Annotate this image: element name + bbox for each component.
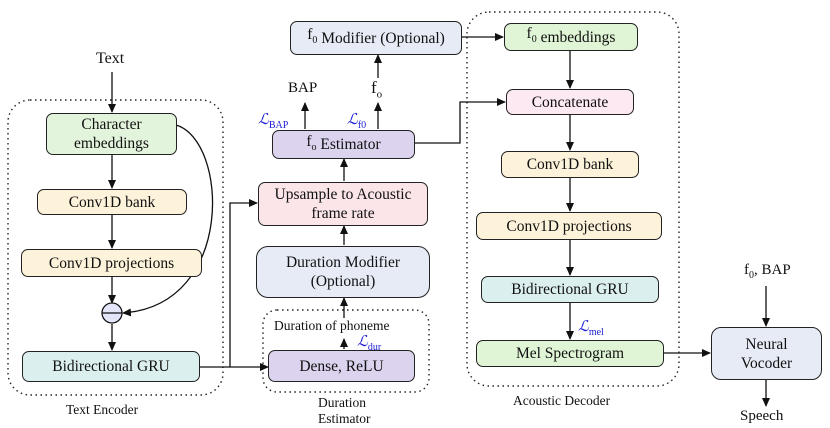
- bap-output-label: BAP: [288, 80, 318, 96]
- dense-relu-box: Dense, ReLU: [268, 350, 415, 382]
- decoder-conv1d-projections-box: Conv1D projections: [476, 212, 662, 240]
- f0-loss-label: ℒf0: [347, 112, 367, 131]
- f0-output-f: f: [371, 78, 377, 97]
- acoustic-decoder-group: [466, 11, 680, 387]
- text-encoder-group: [7, 99, 224, 396]
- f0-estimator-f-symbol: fo: [306, 132, 317, 154]
- acoustic-decoder-label: Acoustic Decoder: [513, 393, 611, 408]
- skip-char-to-sum: [122, 124, 214, 317]
- encoder-bigru-box: Bidirectional GRU: [22, 351, 200, 382]
- f0-estimator-label: Estimator: [320, 136, 381, 153]
- concatenate-box: Concatenate: [506, 89, 634, 115]
- decoder-conv1d-bank-box: Conv1D bank: [501, 151, 639, 178]
- mel-loss-label: ℒmel: [578, 319, 604, 338]
- mel-loss-subscript: mel: [588, 327, 604, 338]
- f0-embeddings-label: embeddings: [540, 28, 616, 46]
- bap-loss-label: ℒBAP: [258, 112, 289, 131]
- conv1d-bank-box: Conv1D bank: [37, 189, 187, 215]
- arrow-gru-to-upsample: [229, 199, 258, 367]
- conv1d-projections-box: Conv1D projections: [21, 249, 202, 277]
- f0-estimator-box: fo Estimator: [272, 130, 415, 159]
- character-embeddings-box: Character embeddings: [46, 113, 177, 155]
- f0-modifier-box: f0 Modifier (Optional): [290, 21, 462, 55]
- text-input-label: Text: [96, 50, 125, 67]
- duration-estimator-label-line2: Estimator: [318, 411, 371, 426]
- f0-output-label: fo: [371, 78, 382, 100]
- decoder-bigru-box: Bidirectional GRU: [481, 276, 659, 303]
- text-encoder-label: Text Encoder: [66, 402, 139, 417]
- upsample-box: Upsample to Acoustic frame rate: [258, 182, 428, 226]
- mel-spectrogram-box: Mel Spectrogram: [476, 340, 664, 367]
- f0-modifier-f-symbol: f0: [307, 26, 318, 47]
- phoneme-duration-label: Duration of phoneme: [274, 318, 390, 333]
- duration-modifier-box: Duration Modifier (Optional): [256, 246, 430, 298]
- duration-estimator-label-line1: Duration: [318, 395, 366, 410]
- f0-output-subscript: o: [376, 88, 383, 101]
- f0-embeddings-f-symbol: f0: [526, 25, 537, 46]
- duration-loss-label: ℒdur: [357, 334, 382, 353]
- arrow-f0est-to-concat: [415, 98, 506, 144]
- f0-modifier-label: Modifier (Optional): [321, 29, 445, 47]
- vocoder-input-label: f0, BAP: [744, 262, 791, 281]
- vocoder-input-text: , BAP: [754, 262, 791, 278]
- sum-node-icon: [101, 302, 123, 324]
- f0-loss-subscript: f0: [357, 120, 367, 131]
- duration-loss-subscript: dur: [367, 342, 382, 353]
- neural-vocoder-box: Neural Vocoder: [711, 327, 822, 380]
- speech-output-label: Speech: [740, 408, 784, 424]
- bap-loss-subscript: BAP: [268, 120, 289, 131]
- f0-embeddings-box: f0 embeddings: [504, 23, 638, 51]
